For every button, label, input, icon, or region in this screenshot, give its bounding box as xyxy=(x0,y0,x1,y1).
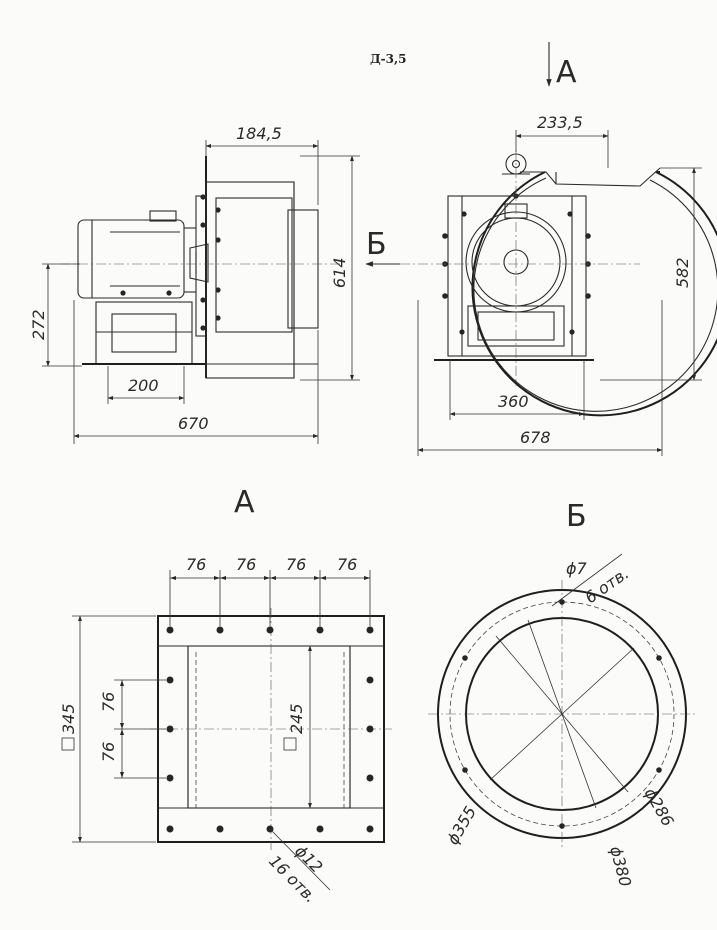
bolt-circle xyxy=(449,601,675,827)
motor-stand xyxy=(95,301,193,365)
round-flange-holes xyxy=(462,599,662,829)
hole-diameter-b: ϕ7 xyxy=(566,559,588,578)
view-a-title: А xyxy=(234,485,255,520)
dim-top-76-1: 76 xyxy=(186,555,206,574)
dim-top-76-4: 76 xyxy=(337,555,357,574)
dim-345: 345 xyxy=(59,703,78,734)
outlet-flange xyxy=(520,167,661,187)
dim-360: 360 xyxy=(498,392,529,411)
dim-678: 678 xyxy=(520,428,551,447)
dim-233-5: 233,5 xyxy=(537,113,583,132)
flange-inner-square xyxy=(187,645,351,809)
dim-355: ϕ355 xyxy=(443,803,480,848)
dim-left-76-2: 76 xyxy=(99,742,118,762)
drawing-title: Д-3,5 xyxy=(370,52,407,66)
dim-380: ϕ380 xyxy=(606,844,635,889)
dim-582: 582 xyxy=(673,257,692,288)
impeller-hub xyxy=(189,243,209,283)
front-view: А Б 233,5 582 360 678 xyxy=(365,42,717,456)
view-b-title: Б xyxy=(566,499,587,534)
dim-614: 614 xyxy=(330,257,349,288)
view-arrow-b-label: Б xyxy=(366,227,387,262)
hole-count-b: 6 отв. xyxy=(581,564,632,608)
motor-body xyxy=(77,219,185,299)
dim-670: 670 xyxy=(178,414,209,433)
dim-left-76-1: 76 xyxy=(99,692,118,712)
side-view: 184,5 614 272 200 670 xyxy=(29,124,360,444)
motor-frame xyxy=(447,195,587,357)
dim-top-76-3: 76 xyxy=(286,555,306,574)
dim-top-76-2: 76 xyxy=(236,555,256,574)
dim-245: 245 xyxy=(287,703,306,734)
volute-casing xyxy=(471,171,717,417)
flange-holes xyxy=(166,626,374,833)
view-arrow-a-label: А xyxy=(556,55,577,90)
motor-terminal-box xyxy=(149,210,177,222)
dim-200: 200 xyxy=(128,376,159,395)
inlet-nozzle xyxy=(287,209,319,329)
dim-184-5: 184,5 xyxy=(236,124,282,143)
view-b-flange: Б ϕ7 6 отв. ϕ286 ϕ355 ϕ380 xyxy=(428,499,696,889)
motor-base xyxy=(467,305,565,347)
view-a-flange: А 76 76 76 xyxy=(59,485,392,907)
dim-286: ϕ286 xyxy=(641,785,678,830)
dim-272: 272 xyxy=(29,309,48,340)
